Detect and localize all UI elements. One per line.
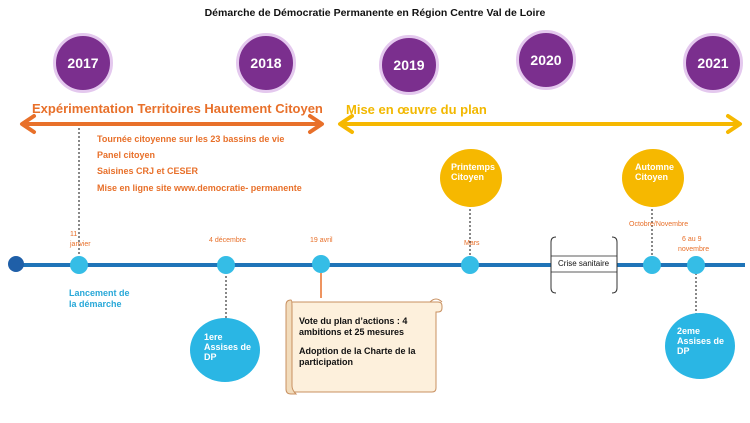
assises2-line-1: 2eme [677,326,701,336]
crise-bracket [550,236,618,294]
scroll-text: Vote du plan d’actions : 4 ambitions et … [299,316,416,368]
year-2019-circle: 2019 [379,35,439,95]
node-automne [643,256,661,274]
phase-mise-en-oeuvre: Mise en œuvre du plan [346,102,487,117]
assises-2-circle: 2eme Assises de DP [665,313,735,379]
date-janvier-day: 11 [70,231,78,238]
bullet-panel: Panel citoyen [97,150,156,160]
date-janvier: janvier [70,241,91,248]
lancement-label: Lancement de la démarche [69,288,130,310]
node-lancement [70,256,88,274]
phase-experimentation: Expérimentation Territoires Hautement Ci… [32,101,323,116]
date-novembre: novembre [678,246,710,253]
date-mars: Mars [464,240,480,247]
printemps-line-2: Citoyen [451,172,485,182]
automne-line-1: Automne [635,162,674,172]
scroll-line-4: participation [299,357,354,367]
automne-citoyen-circle: Automne Citoyen [622,149,684,207]
scroll-line-3: Adoption de la Charte de la [299,346,416,356]
date-avril: 19 avril [310,237,333,244]
assises-1-circle: 1ere Assises de DP [190,318,260,382]
scroll-line-2: ambitions et 25 mesures [299,327,405,337]
assises2-line-3: DP [677,346,690,356]
date-decembre: 4 décembre [209,237,246,244]
assises2-line-2: Assises de [677,336,725,346]
scroll-box [285,298,443,395]
date-octobre: Octobre/Novembre [629,221,689,228]
node-printemps [461,256,479,274]
scroll-line-1: Vote du plan d’actions : 4 [299,316,408,326]
lancement-line-1: Lancement de [69,288,130,298]
date-novembre-days: 6 au 9 [682,236,702,243]
lancement-line-2: la démarche [69,299,122,309]
year-2017-circle: 2017 [53,33,113,93]
automne-line-2: Citoyen [635,172,669,182]
bullet-tournee: Tournée citoyenne sur les 23 bassins de … [97,134,285,144]
node-vote [312,255,330,273]
year-2018-circle: 2018 [236,33,296,93]
timeline-start-dot [8,256,24,272]
node-assises-2 [687,256,705,274]
year-2020-circle: 2020 [516,30,576,90]
printemps-citoyen-circle: Printemps Citoyen [440,149,502,207]
assises1-line-2: Assises de [204,342,252,352]
mise-en-oeuvre-arrow [338,114,742,134]
year-2021-circle: 2021 [683,33,743,93]
experimentation-arrow [20,114,324,134]
printemps-line-1: Printemps [451,162,496,172]
assises1-line-1: 1ere [204,332,223,342]
assises1-line-3: DP [204,352,217,362]
crise-label: Crise sanitaire [558,259,610,268]
bullet-site: Mise en ligne site www.democratie- perma… [97,183,302,193]
node-assises-1 [217,256,235,274]
page-title: Démarche de Démocratie Permanente en Rég… [204,7,546,19]
bullet-saisines: Saisines CRJ et CESER [97,166,199,176]
